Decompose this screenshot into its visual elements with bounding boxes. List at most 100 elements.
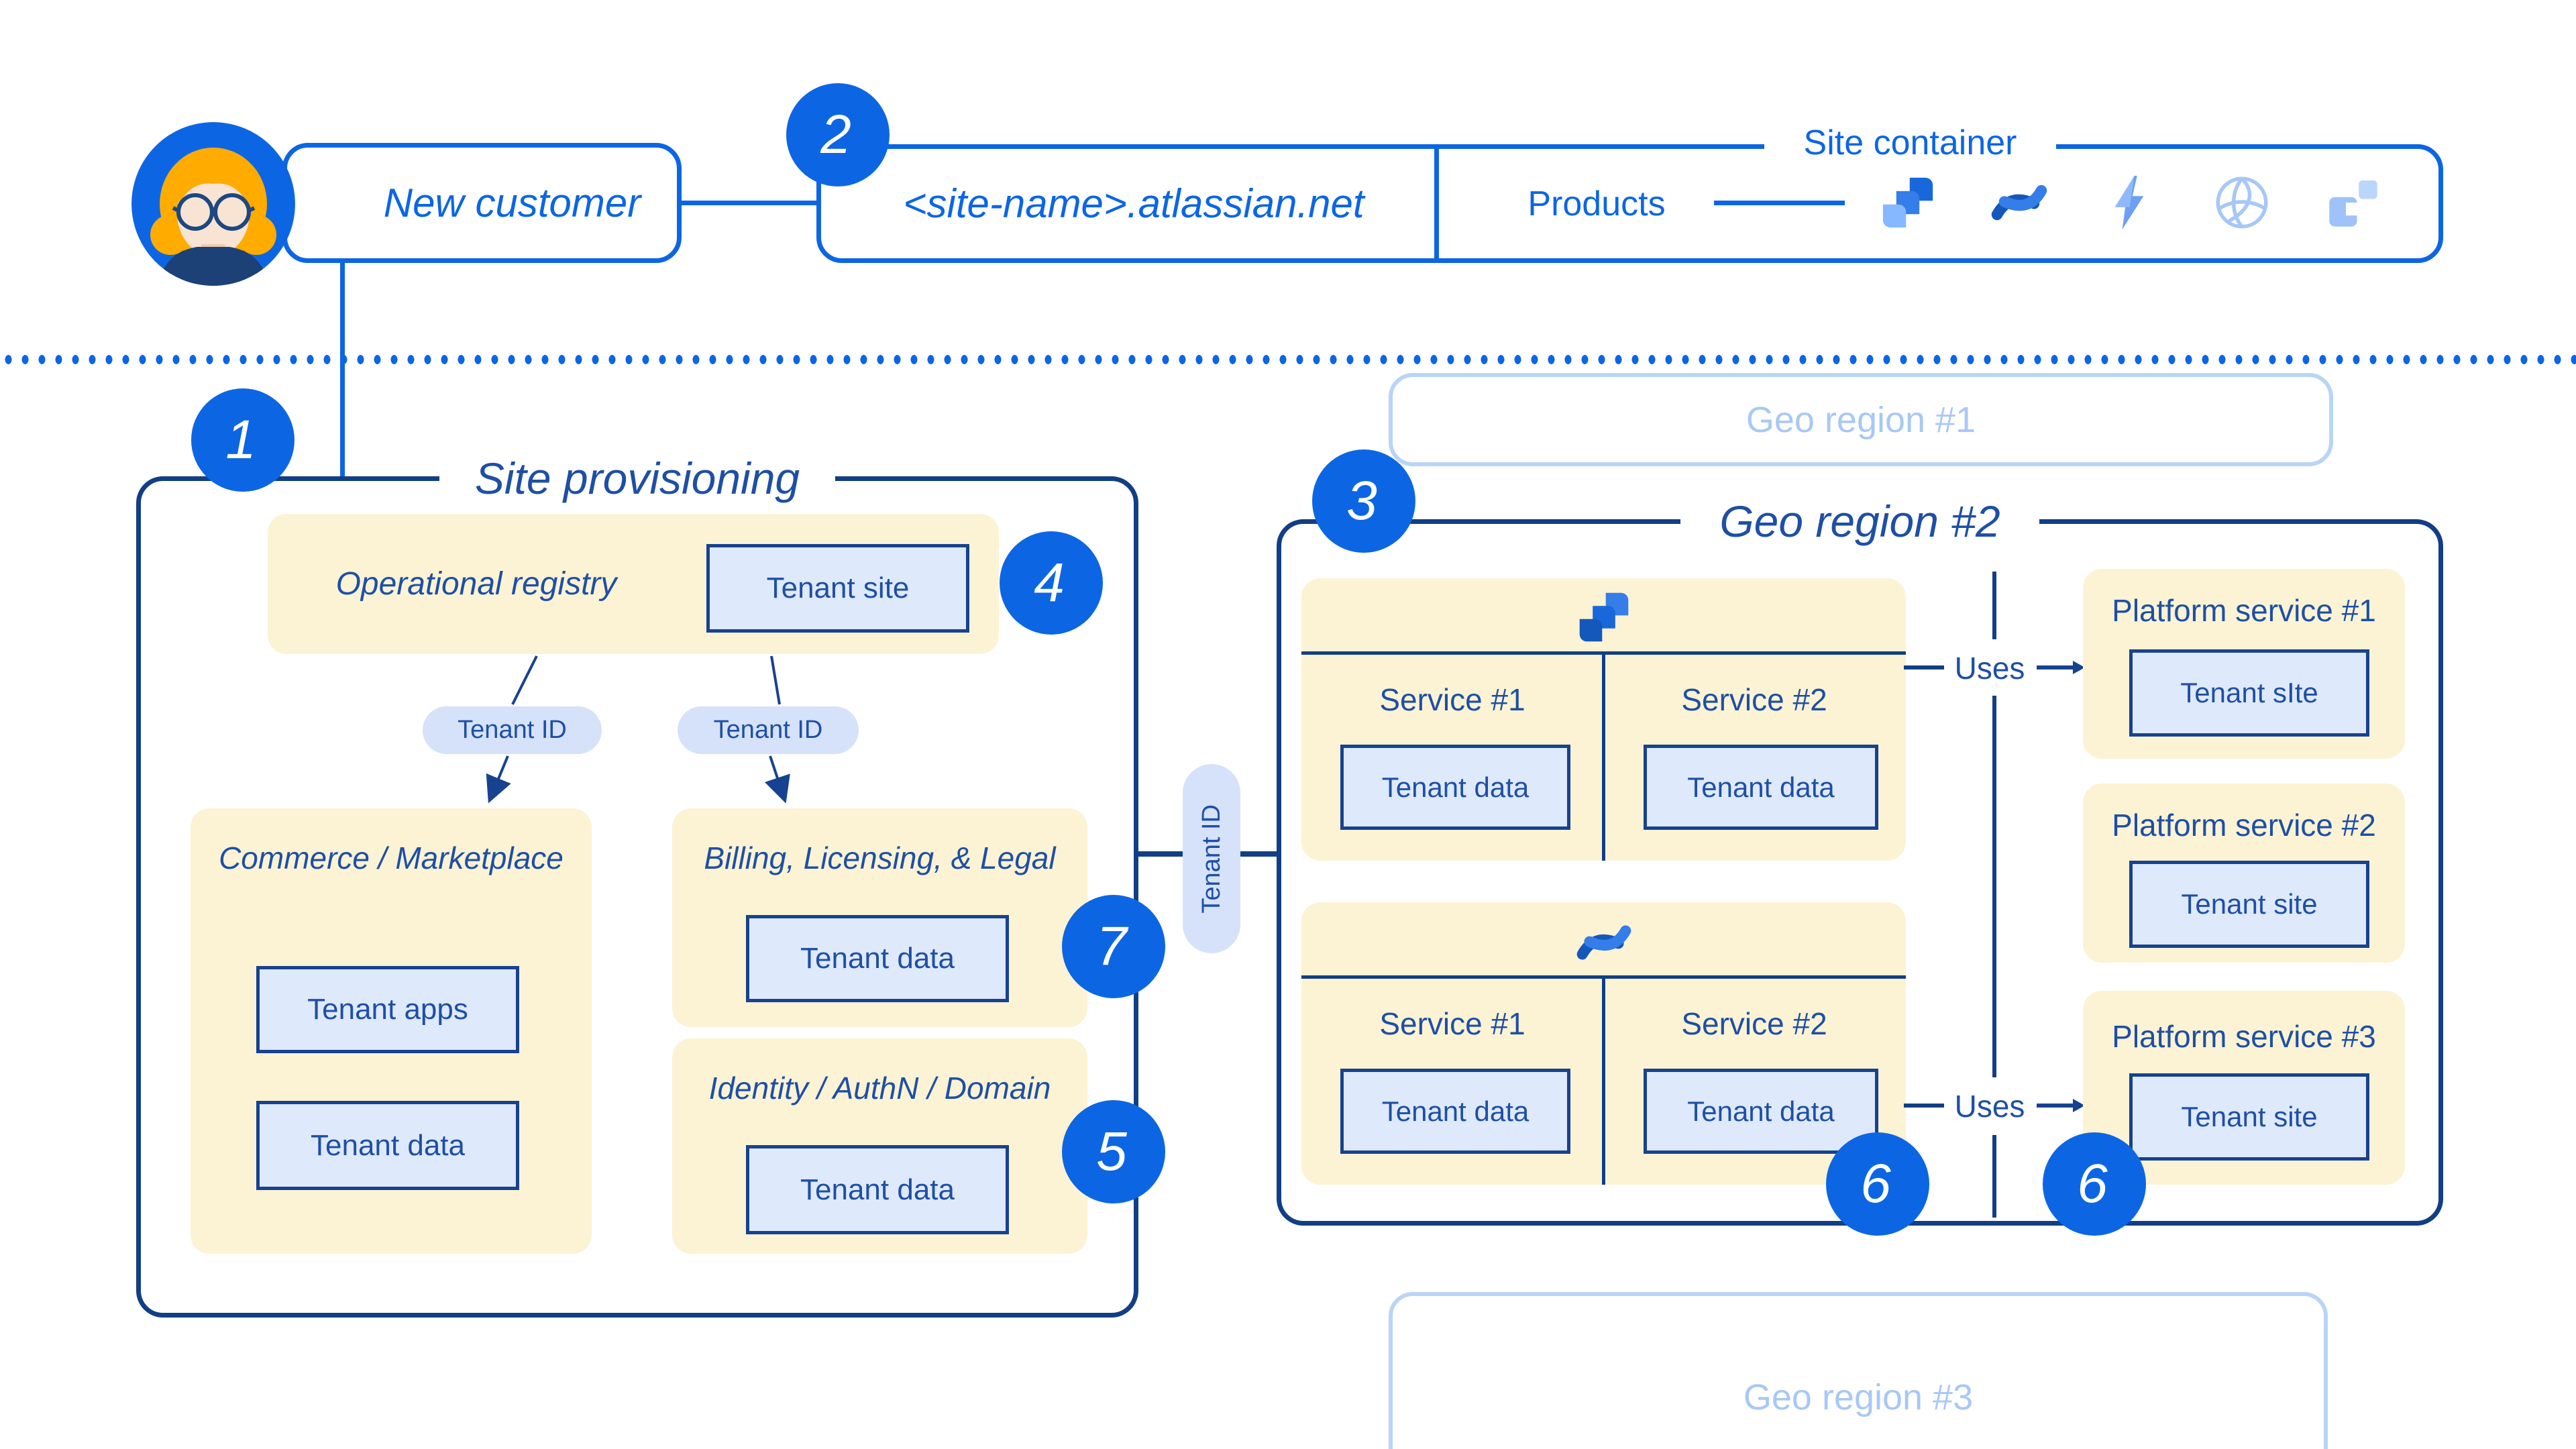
- geo-region-2-title-wrap: Geo region #2: [1680, 489, 2039, 553]
- confluence-service1-label-wrap: Service #1: [1318, 1005, 1587, 1042]
- geo-region-1-title-wrap: Geo region #1: [1389, 373, 2333, 466]
- step-badge-7-label: 7: [1096, 916, 1127, 977]
- site-provisioning-title-wrap: Site provisioning: [439, 446, 835, 511]
- step-badge-1-label: 1: [225, 409, 256, 470]
- new-customer-box: New customer: [282, 143, 682, 263]
- confluence-group-divider-v: [1602, 979, 1605, 1185]
- platform-service-1-tenant-box: Tenant sIte: [2129, 649, 2369, 737]
- step-badge-5: 5: [1062, 1100, 1165, 1203]
- platform-service-2-tenant-box: Tenant site: [2129, 861, 2369, 948]
- site-container-title: Site container: [1764, 114, 2056, 172]
- platform-service-3-title: Platform service #3: [2112, 1019, 2376, 1054]
- identity-title-wrap: Identity / AuthN / Domain: [672, 1067, 1087, 1109]
- uses1-arrow: [2037, 661, 2085, 674]
- commerce-title: Commerce / Marketplace: [219, 841, 564, 875]
- platform-service-2-title-wrap: Platform service #2: [2083, 806, 2405, 844]
- step-badge-6b-label: 6: [2077, 1153, 2108, 1214]
- products-dash-line: [1714, 201, 1845, 205]
- uses1-dash: [1904, 665, 1944, 669]
- uses2-dash: [1904, 1104, 1944, 1108]
- new-customer-label: New customer: [383, 180, 641, 225]
- platform-service-1-title-wrap: Platform service #1: [2083, 592, 2405, 629]
- geo2-divider-segment-bottom: [1992, 1135, 1996, 1218]
- confluence-service2-tenant-data-box: Tenant data: [1644, 1069, 1878, 1154]
- section-divider-dotted: [0, 354, 2576, 365]
- jira-group-divider-h: [1301, 651, 1906, 655]
- customer-avatar-icon: [131, 122, 295, 286]
- identity-title: Identity / AuthN / Domain: [708, 1071, 1051, 1106]
- site-container-title-label: Site container: [1803, 123, 2017, 162]
- billing-tenant-data-label: Tenant data: [800, 942, 955, 975]
- uses1-label: Uses: [1954, 651, 2025, 686]
- site-name-label: <site-name>.atlassian.net: [903, 181, 1364, 226]
- commerce-tenant-apps-label: Tenant apps: [307, 993, 468, 1026]
- geo-region-1-title: Geo region #1: [1746, 399, 1976, 440]
- step-badge-6a: 6: [1826, 1132, 1929, 1236]
- uses2-arrow: [2037, 1099, 2085, 1112]
- jira-service1-label-wrap: Service #1: [1318, 681, 1587, 718]
- step-badge-1: 1: [191, 388, 294, 492]
- confluence-group-divider-h: [1301, 975, 1906, 979]
- confluence-service1-tenant-data-box: Tenant data: [1340, 1069, 1570, 1154]
- geo-region-3-title-wrap: Geo region #3: [1389, 1374, 2328, 1421]
- step-badge-3-label: 3: [1346, 470, 1377, 531]
- jira-service1-tenant-data-box: Tenant data: [1340, 745, 1570, 830]
- step-badge-6a-label: 6: [1860, 1153, 1891, 1214]
- step-badge-7: 7: [1062, 895, 1165, 998]
- geo-region-3-box: [1389, 1292, 2328, 1449]
- connector-customer-to-site: [682, 201, 819, 205]
- tenant-id-vertical-pill: Tenant ID: [1183, 764, 1240, 953]
- step-badge-6b: 6: [2043, 1132, 2146, 1236]
- confluence-service2-tenant-data-label: Tenant data: [1687, 1095, 1835, 1127]
- confluence-service1-tenant-data-label: Tenant data: [1381, 1095, 1529, 1127]
- operational-registry-title-wrap: Operational registry: [288, 514, 664, 654]
- platform-service-3-title-wrap: Platform service #3: [2083, 1018, 2405, 1055]
- tenant-id-pill-left-label: Tenant ID: [458, 716, 567, 744]
- geo-region-1-box: [1389, 373, 2333, 466]
- platform-service-3-tenant-label: Tenant site: [2181, 1101, 2318, 1132]
- jira-group-divider-v: [1602, 655, 1605, 861]
- commerce-tenant-apps-box: Tenant apps: [256, 966, 519, 1053]
- products-label: Products: [1527, 184, 1666, 223]
- jira-service1-label: Service #1: [1379, 682, 1525, 717]
- globe-icon: [2212, 173, 2271, 235]
- step-badge-5-label: 5: [1096, 1121, 1127, 1182]
- billing-title: Billing, Licensing, & Legal: [704, 841, 1056, 875]
- billing-title-wrap: Billing, Licensing, & Legal: [672, 837, 1087, 879]
- commerce-tenant-data-box: Tenant data: [256, 1101, 519, 1190]
- geo-region-2-title: Geo region #2: [1719, 496, 2000, 546]
- uses1-label-wrap: Uses: [1944, 647, 2035, 689]
- bolt-icon: [2101, 173, 2160, 235]
- geo-region-3-title: Geo region #3: [1743, 1377, 1974, 1417]
- jira-group-icon: [1575, 588, 1633, 649]
- confluence-service2-label-wrap: Service #2: [1620, 1005, 1888, 1042]
- site-container-divider: [1434, 149, 1439, 258]
- jira-service2-tenant-data-box: Tenant data: [1644, 745, 1878, 830]
- site-provisioning-title: Site provisioning: [474, 453, 800, 503]
- platform-service-1-tenant-label: Tenant sIte: [2180, 677, 2318, 708]
- identity-tenant-data-box: Tenant data: [746, 1145, 1009, 1234]
- commerce-tenant-data-label: Tenant data: [311, 1128, 465, 1162]
- site-name-cell: <site-name>.atlassian.net: [832, 144, 1436, 263]
- confluence-service1-label: Service #1: [1379, 1006, 1525, 1041]
- billing-tenant-data-box: Tenant data: [746, 915, 1009, 1002]
- step-badge-4: 4: [1000, 531, 1103, 635]
- platform-service-2-title: Platform service #2: [2112, 808, 2376, 843]
- products-label-wrap: Products: [1483, 144, 1711, 263]
- tenant-id-pill-left: Tenant ID: [423, 706, 602, 754]
- platform-service-2-tenant-label: Tenant site: [2181, 888, 2318, 920]
- step-badge-2-label: 2: [820, 104, 851, 165]
- jira-service2-tenant-data-label: Tenant data: [1687, 771, 1835, 803]
- jira-service1-tenant-data-label: Tenant data: [1381, 771, 1529, 803]
- registry-tenant-site-label: Tenant site: [766, 572, 910, 604]
- confluence-service2-label: Service #2: [1681, 1006, 1827, 1041]
- avatar: [131, 122, 295, 286]
- operational-registry-title: Operational registry: [335, 566, 617, 602]
- identity-tenant-data-label: Tenant data: [800, 1173, 955, 1206]
- confluence-icon: [1990, 173, 2049, 235]
- commerce-title-wrap: Commerce / Marketplace: [191, 837, 592, 879]
- platform-service-1-title: Platform service #1: [2112, 593, 2376, 628]
- tenant-id-vertical-label: Tenant ID: [1197, 804, 1226, 914]
- squares-icon: [2324, 173, 2383, 235]
